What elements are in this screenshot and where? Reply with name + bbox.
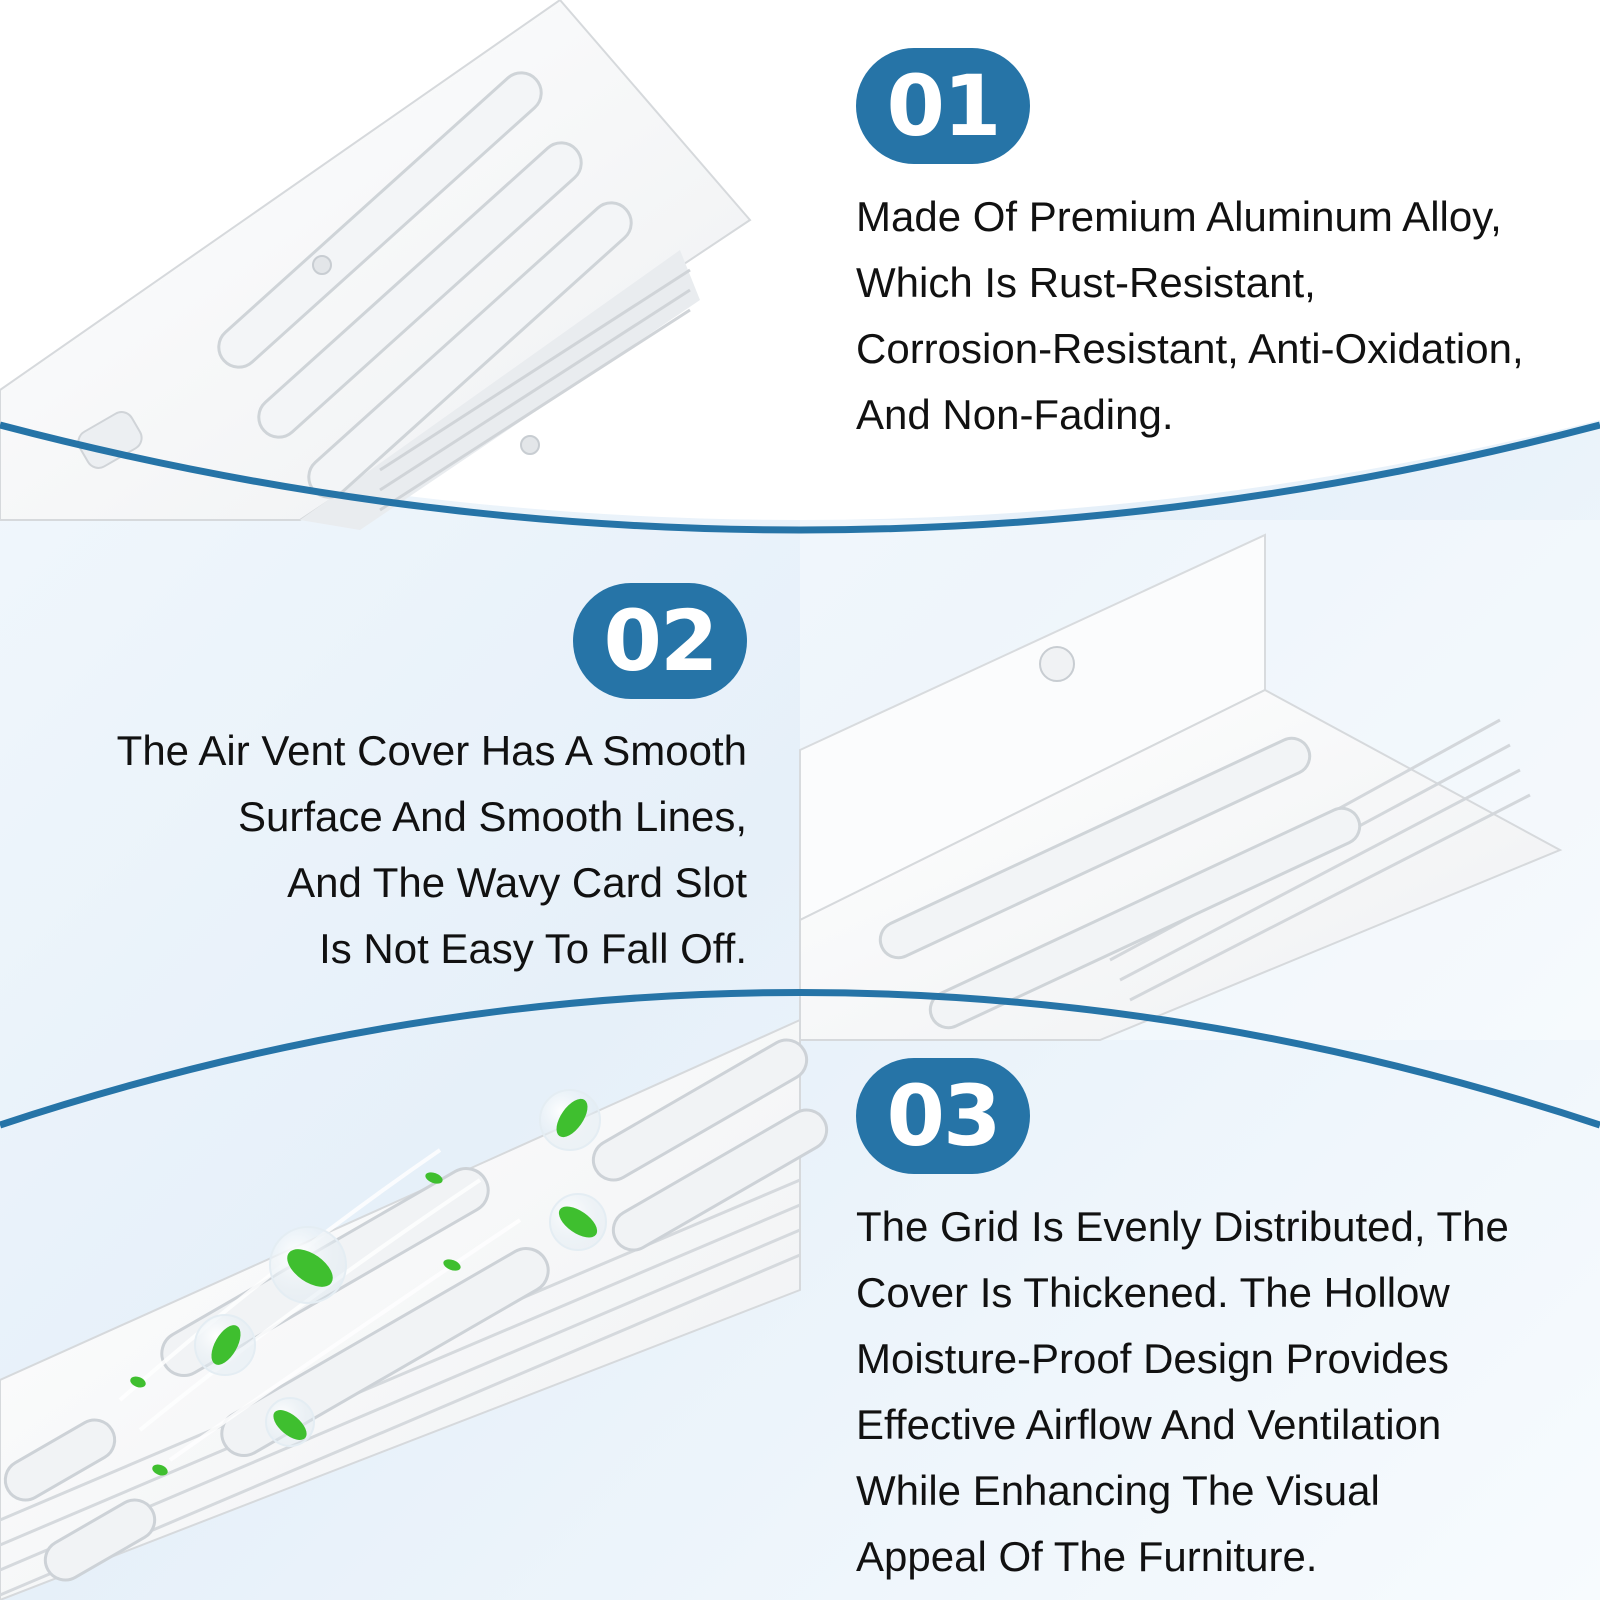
vent-cover-airflow-image (0, 1018, 829, 1600)
feature-description-03: The Grid Is Evenly Distributed, The Cove… (856, 1194, 1509, 1590)
divider-curve-top (0, 421, 1600, 534)
feature-number-badge-02: 02 (573, 583, 747, 699)
feature-number: 01 (886, 57, 1002, 155)
feature-line: Cover Is Thickened. The Hollow (856, 1269, 1450, 1316)
feature-line: Appeal Of The Furniture. (856, 1533, 1318, 1580)
feature-line: While Enhancing The Visual (856, 1467, 1380, 1514)
feature-line: Which Is Rust-Resistant, (856, 259, 1316, 306)
feature-description-01: Made Of Premium Aluminum Alloy, Which Is… (856, 184, 1524, 448)
feature-line: Corrosion-Resistant, Anti-Oxidation, (856, 325, 1524, 372)
feature-description-02: The Air Vent Cover Has A Smooth Surface … (40, 718, 747, 982)
feature-line: The Air Vent Cover Has A Smooth (116, 727, 747, 774)
feature-number-badge-01: 01 (856, 48, 1030, 164)
feature-number: 02 (603, 592, 719, 690)
feature-line: And The Wavy Card Slot (287, 859, 747, 906)
feature-line: Surface And Smooth Lines, (238, 793, 747, 840)
divider-curve-bottom (0, 989, 1600, 1129)
feature-line: Is Not Easy To Fall Off. (319, 925, 747, 972)
vent-cover-side-image (799, 533, 1563, 1041)
feature-number-badge-03: 03 (856, 1058, 1030, 1174)
feature-line: Moisture-Proof Design Provides (856, 1335, 1449, 1382)
vent-cover-top-image (0, 0, 752, 530)
feature-line: Effective Airflow And Ventilation (856, 1401, 1442, 1448)
feature-line: The Grid Is Evenly Distributed, The (856, 1203, 1509, 1250)
feature-line: And Non-Fading. (856, 391, 1174, 438)
feature-line: Made Of Premium Aluminum Alloy, (856, 193, 1502, 240)
feature-number: 03 (886, 1067, 1002, 1165)
